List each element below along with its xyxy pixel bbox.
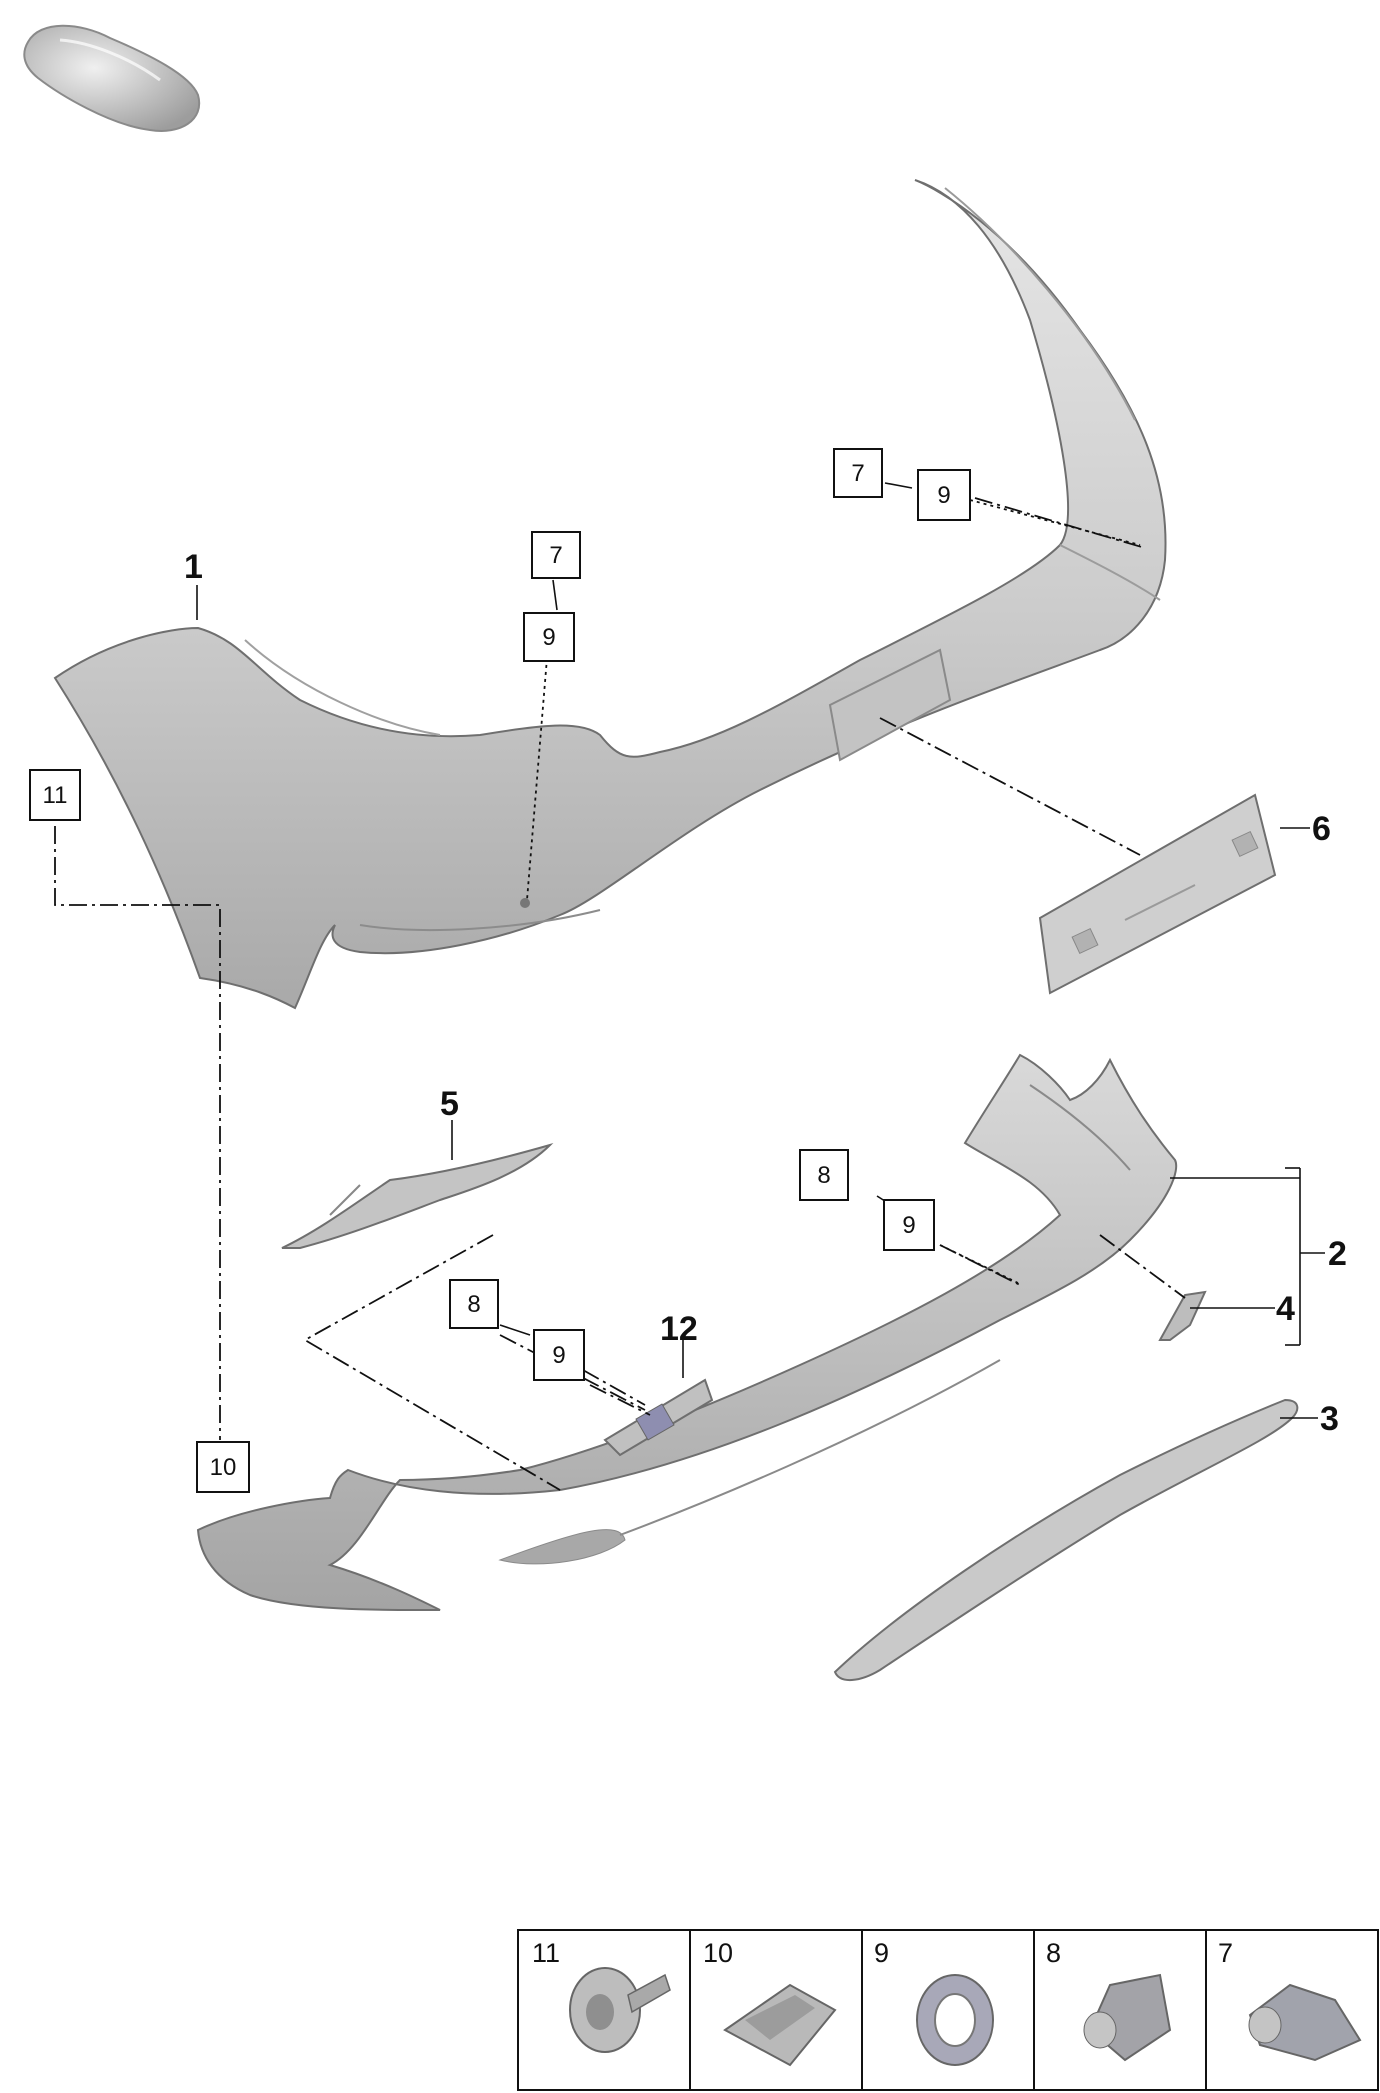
legend-item-9: 9 (874, 1938, 994, 2066)
svg-text:9: 9 (552, 1342, 565, 1369)
svg-text:10: 10 (210, 1454, 237, 1481)
callout-4: 4 (1276, 1290, 1295, 1328)
svg-text:9: 9 (937, 482, 950, 509)
rear-bumper-cover (53, 179, 1167, 1010)
callout-2: 2 (1328, 1235, 1347, 1273)
svg-text:9: 9 (542, 624, 555, 651)
ref-box-7-left: 7 (531, 531, 581, 579)
svg-text:8: 8 (817, 1162, 830, 1189)
svg-text:11: 11 (532, 1938, 560, 1968)
svg-text:8: 8 (467, 1291, 480, 1318)
reflector-bracket (281, 1142, 554, 1249)
legend-item-10: 10 (703, 1938, 837, 2067)
callout-1: 1 (184, 548, 203, 586)
sensor-bracket-icon (723, 1983, 837, 2067)
parts-legend: 11 10 9 8 (517, 1929, 1379, 2091)
ref-box-9-mid: 9 (533, 1329, 585, 1381)
ref-box-9-left: 9 (523, 612, 575, 662)
callout-12: 12 (660, 1310, 698, 1348)
legend-item-7: 7 (1218, 1938, 1362, 2062)
ref-box-7-right: 7 (833, 448, 883, 498)
svg-text:11: 11 (43, 782, 68, 809)
screw-with-washer-icon (569, 1967, 671, 2053)
ref-box-8-right: 8 (799, 1149, 849, 1201)
svg-text:7: 7 (549, 542, 562, 569)
svg-text:9: 9 (874, 1938, 889, 1968)
ref-box-8-mid: 8 (449, 1279, 499, 1329)
parking-sensor-icon (1083, 1973, 1172, 2062)
trim-strip (833, 1398, 1299, 1681)
legend-item-11: 11 (532, 1938, 671, 2053)
callout-5: 5 (440, 1085, 459, 1123)
svg-text:7: 7 (851, 460, 864, 487)
car-thumbnail-icon (23, 24, 201, 132)
parking-sensor-icon (1248, 1983, 1362, 2062)
svg-text:10: 10 (703, 1938, 733, 1968)
svg-text:7: 7 (1218, 1938, 1233, 1968)
sensor-ring-icon (916, 1974, 994, 2066)
ref-box-11: 11 (29, 769, 81, 821)
callout-6: 6 (1312, 810, 1331, 848)
legend-item-8: 8 (1046, 1938, 1172, 2062)
leader-lines (54, 482, 1325, 1491)
small-bracket (1158, 1290, 1207, 1341)
svg-text:9: 9 (902, 1212, 915, 1239)
ref-box-9-right: 9 (917, 469, 971, 521)
ref-box-9-lower-right: 9 (883, 1199, 935, 1251)
lower-bumper-diffuser (196, 1053, 1178, 1612)
svg-text:8: 8 (1046, 1938, 1061, 1968)
sensor-mount (603, 1378, 714, 1457)
ref-box-10: 10 (196, 1441, 250, 1493)
callout-3: 3 (1320, 1400, 1339, 1438)
license-plate-bracket (1038, 793, 1277, 995)
